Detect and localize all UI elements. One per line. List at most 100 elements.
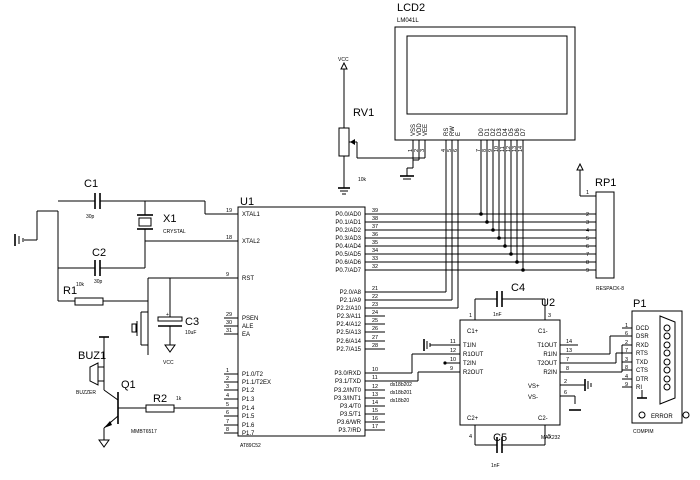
lcd-pin-number: 6 <box>453 149 459 152</box>
lcd-pin-group: VSS1VDD2VEE3RS4RW5E6D07D18D29D310D411D51… <box>356 123 527 180</box>
c4-value: 1nF <box>493 312 502 318</box>
lcd-pin-number: 9 <box>488 149 494 152</box>
vcc-arrow-icon <box>99 336 109 344</box>
reset-button-icon <box>131 312 142 345</box>
c5-value: 1nF <box>491 463 500 469</box>
p1-pin-label: TXD <box>636 360 649 366</box>
rp1-pin-number: 5 <box>586 236 589 242</box>
rv1-potentiometer[interactable]: VCC RV1 10k <box>338 57 374 195</box>
p1-pin-label: DSR <box>636 334 649 340</box>
u1-pin-number: 29 <box>226 312 232 318</box>
u2-part: MAX232 <box>541 435 560 441</box>
u1-pin-number: 15 <box>372 408 378 414</box>
u1-pin-number: 31 <box>226 328 232 334</box>
u2-pin-number: 11 <box>450 339 456 345</box>
u1-pin-number: 25 <box>372 318 378 324</box>
rv1-vcc-label: VCC <box>338 57 349 63</box>
u1-right-pins: 39P0.0/AD038P0.1/AD137P0.2/AD236P0.3/AD3… <box>334 208 385 434</box>
q1-emitter-arrow-icon <box>104 421 112 428</box>
buzzer-circuit[interactable]: BUZ1 BUZZER Q1 MMBT6517 R2 1k <box>76 336 238 448</box>
c1-value: 30p <box>86 214 95 220</box>
lcd-screen <box>406 35 568 115</box>
u1-pin-label: P0.1/AD1 <box>335 220 361 226</box>
u2-body <box>459 319 561 426</box>
u1-pin-number: 18 <box>226 235 232 241</box>
u1-pin-number: 10 <box>372 367 378 373</box>
u2-pin-label: R1IN <box>543 352 557 358</box>
rp1-ref: RP1 <box>595 177 616 189</box>
u1-pin-label: P0.7/AD7 <box>335 268 361 274</box>
u2-pin-group: 11T1IN12R1OUT10T2IN9R2OUT14T1OUT13R1IN7T… <box>445 313 578 440</box>
db9-pin-icon <box>663 332 671 340</box>
u1-pin-number: 16 <box>372 416 378 422</box>
u1-pin-label: XTAL2 <box>242 239 261 245</box>
r2-value: 1k <box>176 396 182 402</box>
u1-pin-number: 11 <box>372 375 378 381</box>
u2-pin-number: 4 <box>469 434 472 440</box>
r2-ref: R2 <box>153 393 167 405</box>
rv1-ref: RV1 <box>353 107 374 119</box>
lcd-pin-label: D0 <box>479 128 485 136</box>
ground-icon <box>98 439 110 448</box>
svg-text:C1+: C1+ <box>467 329 479 335</box>
u1-body <box>237 206 366 437</box>
u1-pin-number: 21 <box>372 286 378 292</box>
lcd-pin-number: 3 <box>420 149 426 152</box>
svg-text:C1-: C1- <box>538 329 548 335</box>
u2-pin-number: 14 <box>566 339 572 345</box>
rv1-wiper-icon <box>350 139 355 145</box>
db9-pin-icon <box>663 358 671 366</box>
lcd-pin-number: 12 <box>506 146 512 152</box>
rp1-pin-number: 9 <box>586 268 589 274</box>
u1-pin-number: 33 <box>372 256 378 262</box>
db9-pin-icon <box>663 341 671 349</box>
u1-pin-label: P2.7/A15 <box>336 347 361 353</box>
lcd-module[interactable]: LCD2 LM041L VSS1VDD2VEE3RS4RW5E6D07D18D2… <box>356 2 576 180</box>
lcd-pin-number: 5 <box>447 149 453 152</box>
u1-pin-number: 34 <box>372 248 378 254</box>
crystal-body <box>138 217 152 227</box>
lcd-pin-label: E <box>456 132 462 136</box>
db9-pin-icon <box>663 324 671 332</box>
lcd-pin-number: 1 <box>408 149 414 152</box>
svg-text:C2+: C2+ <box>467 416 479 422</box>
u2-pin-number: 12 <box>450 348 456 354</box>
junction-dot <box>509 252 513 256</box>
u2-pin-label: T2OUT <box>537 361 557 367</box>
u1-pin-label: ALE <box>242 324 253 330</box>
x1-ref: X1 <box>163 213 176 225</box>
u1-microcontroller[interactable]: U1 AT89C52 19XTAL118XTAL29RST29PSEN30ALE… <box>224 196 412 449</box>
p1-pin-number: 4 <box>625 374 628 380</box>
rp1-pin-number: 4 <box>586 228 589 234</box>
reset-circuit[interactable]: R1 10k + C3 10uF VCC <box>57 268 238 366</box>
svg-text:C2-: C2- <box>538 416 548 422</box>
lcd-pin-label: VSS <box>411 124 417 136</box>
c1-ref: C1 <box>84 178 98 190</box>
c3-value: 10uF <box>185 330 196 336</box>
u2-pin-number: 1 <box>469 313 472 319</box>
u1-pin-number: 8 <box>226 427 229 433</box>
db9-pin-icon <box>663 383 671 391</box>
u1-pin-number: 3 <box>226 384 229 390</box>
u1-pin-label: P0.4/AD4 <box>335 244 361 250</box>
db9-connector-icon <box>659 315 676 405</box>
lcd-pin-label: VEE <box>423 124 429 136</box>
c2-ref: C2 <box>92 247 106 259</box>
lcd-pin-number: 8 <box>482 149 488 152</box>
lcd-pin-number: 13 <box>512 146 518 152</box>
crystal-circuit[interactable]: C1 30p C2 30p X1 CRYSTAL <box>14 178 238 285</box>
rp1-part: RESPACK-8 <box>596 286 624 292</box>
u1-pin-number: 9 <box>226 272 229 278</box>
rp1-pin-number: 6 <box>586 244 589 250</box>
junction-dot <box>497 236 501 240</box>
u2-max232[interactable]: U2 MAX232 C1+ C1- C2+ C2- VS+ VS- 11T1IN… <box>423 282 592 469</box>
ground-icon <box>14 234 24 246</box>
lcd-pin-label: RS <box>444 128 450 136</box>
svg-text:VS+: VS+ <box>528 384 540 390</box>
u1-pin-number: 30 <box>226 320 232 326</box>
u1-left-pins: 19XTAL118XTAL29RST29PSEN30ALE31EA1P1.0/T… <box>224 208 271 437</box>
